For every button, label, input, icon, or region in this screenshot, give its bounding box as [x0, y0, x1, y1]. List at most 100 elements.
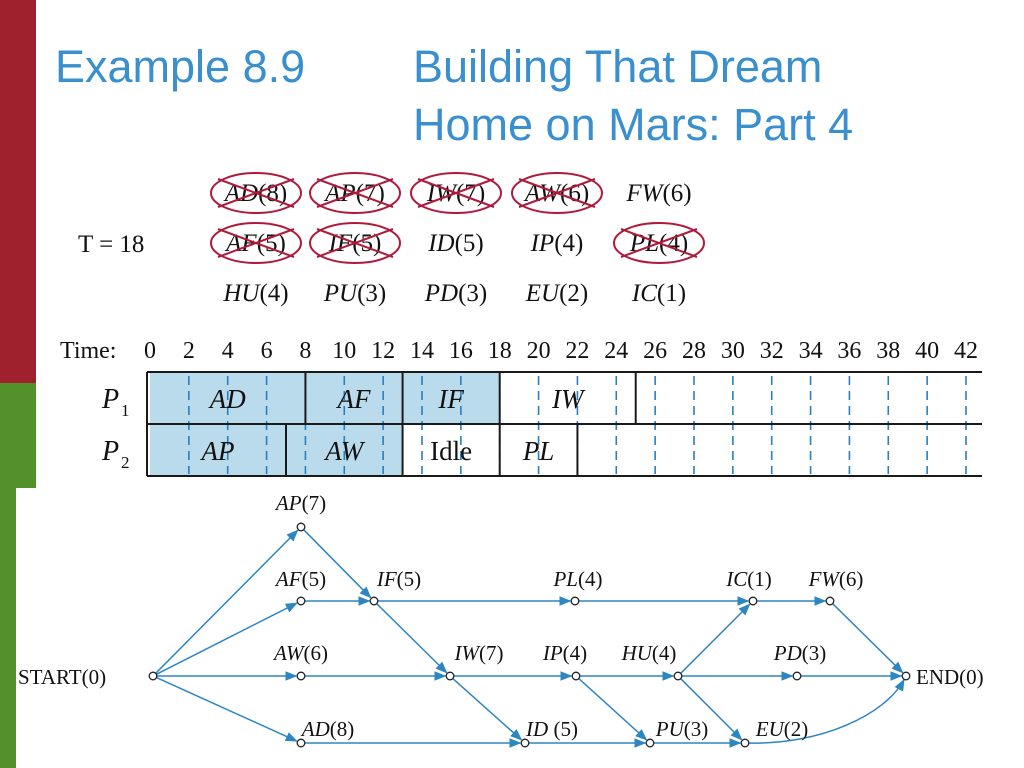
dependency-edge — [155, 529, 299, 674]
processor-label: P — [101, 384, 119, 415]
time-label: Time: — [60, 338, 116, 364]
dependency-edge — [303, 529, 372, 599]
task-node-label: IF(5) — [376, 567, 421, 591]
slide-title: Building That Dream Home on Mars: Part 4 — [413, 38, 853, 154]
strike-mark — [511, 172, 603, 214]
time-tick-label: 28 — [682, 338, 706, 364]
task-label: AP — [200, 436, 235, 466]
dependency-edge — [156, 676, 298, 742]
strike-mark — [309, 222, 401, 264]
strike-ellipse — [511, 172, 603, 214]
strike-line — [217, 178, 295, 208]
time-tick-label: 16 — [449, 338, 473, 364]
task-node — [673, 671, 683, 681]
task-node-label: ID (5) — [525, 717, 578, 741]
strike-ellipse — [210, 222, 302, 264]
task-label: PL — [522, 436, 555, 466]
strike-ellipse — [309, 172, 401, 214]
dependency-edge — [376, 603, 448, 674]
strike-mark — [210, 172, 302, 214]
task-fill — [305, 372, 403, 424]
task-node-label: START(0) — [18, 665, 106, 689]
time-tick-label: 12 — [371, 338, 395, 364]
task-label: AF — [336, 384, 371, 414]
task-node-label: IC(1) — [725, 567, 772, 591]
task-label: Idle — [430, 436, 472, 466]
task-node-label: AP(7) — [274, 491, 326, 515]
dependency-edge — [680, 678, 743, 741]
strike-ellipse — [309, 222, 401, 264]
task-label: IW — [551, 384, 586, 414]
task-node-label: PU(3) — [655, 717, 709, 741]
task-node-label: PD(3) — [773, 641, 827, 665]
task-node-label: IP(4) — [542, 641, 587, 665]
task-node — [570, 596, 580, 606]
time-tick-label: 2 — [183, 338, 195, 364]
task-node — [792, 671, 802, 681]
strike-line — [417, 178, 495, 208]
task-node — [296, 738, 306, 748]
dependency-edge — [832, 603, 904, 674]
time-tick-label: 4 — [222, 338, 234, 364]
strike-line — [316, 178, 394, 208]
task-fill — [402, 372, 500, 424]
priority-item: AD(8) — [223, 180, 287, 207]
processor-subscript: 1 — [121, 401, 130, 420]
time-tick-label: 30 — [721, 338, 745, 364]
priority-item: IC(1) — [631, 280, 686, 307]
strike-ellipse — [410, 172, 502, 214]
accent-bar-red — [0, 0, 36, 383]
task-node — [901, 671, 911, 681]
task-node — [571, 671, 581, 681]
time-tick-label: 42 — [954, 338, 978, 364]
priority-item: ID(5) — [427, 230, 484, 257]
priority-item: EU(2) — [525, 280, 588, 307]
task-node — [520, 738, 530, 748]
task-node — [296, 596, 306, 606]
strike-line — [316, 228, 394, 258]
time-tick-label: 8 — [299, 338, 311, 364]
priority-item: HU(4) — [222, 280, 288, 307]
time-tick-label: 24 — [604, 338, 628, 364]
example-number: Example 8.9 — [55, 41, 306, 92]
time-tick-label: 32 — [760, 338, 784, 364]
strike-ellipse — [613, 222, 705, 264]
task-node-label: PL(4) — [552, 567, 602, 591]
strike-mark — [309, 172, 401, 214]
task-node-label: IW(7) — [454, 641, 504, 665]
time-tick-label: 36 — [837, 338, 861, 364]
task-label: AW — [323, 436, 365, 466]
task-fill — [150, 424, 286, 476]
time-tick-label: 10 — [332, 338, 356, 364]
task-node — [148, 671, 158, 681]
strike-mark — [210, 222, 302, 264]
dependency-edge — [156, 602, 298, 675]
accent-bar-notch — [16, 488, 36, 768]
task-node-label: FW(6) — [808, 567, 864, 591]
time-tick-label: 20 — [527, 338, 551, 364]
time-tick-label: 40 — [915, 338, 939, 364]
task-node — [445, 671, 455, 681]
strike-ellipse — [210, 172, 302, 214]
task-node — [748, 596, 758, 606]
time-tick-label: 34 — [799, 338, 823, 364]
time-tick-label: 18 — [488, 338, 512, 364]
processor-label: P — [101, 436, 119, 467]
task-node — [645, 738, 655, 748]
priority-item: IP(4) — [530, 230, 584, 257]
task-node-label: END(0) — [916, 665, 984, 689]
priority-item: PD(3) — [424, 280, 487, 307]
slide-title-line-2: Home on Mars: Part 4 — [413, 99, 854, 150]
dependency-edge — [748, 678, 905, 744]
task-node — [296, 522, 306, 532]
task-node-label: AF(5) — [274, 567, 326, 591]
task-node — [369, 596, 379, 606]
dependency-edge — [578, 677, 648, 741]
time-tick-label: 14 — [410, 338, 434, 364]
time-tick-label: 6 — [261, 338, 273, 364]
strike-line — [620, 228, 698, 258]
strike-mark — [613, 222, 705, 264]
